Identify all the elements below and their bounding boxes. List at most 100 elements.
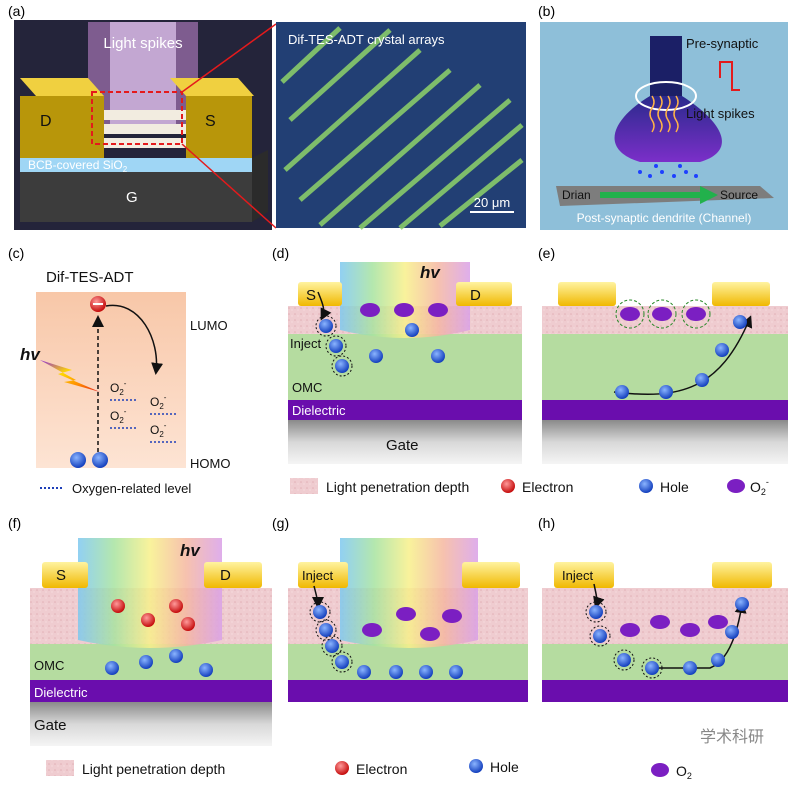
oxygen-level-legend: Oxygen-related level	[72, 481, 191, 496]
hole-icon	[92, 452, 108, 468]
panel-a: (a) Light spikes D S BCB-covered SiO2 G	[8, 3, 526, 230]
s-label-d: S	[306, 287, 316, 304]
hole-path-h	[652, 601, 747, 669]
holes-g	[313, 605, 463, 679]
source-electrode	[186, 96, 252, 158]
gate-label-d: Gate	[386, 437, 419, 454]
svg-text:O2-: O2-	[110, 379, 127, 397]
lumo-label: LUMO	[190, 318, 228, 333]
electron-icon	[335, 761, 349, 775]
source-electrode-f	[42, 562, 88, 588]
band-region	[36, 292, 186, 468]
dielectric-layer	[288, 400, 522, 420]
panel-g-label: (g)	[272, 515, 289, 531]
legend-oxygen: O2-	[750, 477, 769, 497]
legend-top: Light penetration depth Electron Hole O2…	[290, 477, 769, 497]
omc-label-f: OMC	[34, 658, 64, 673]
source-electrode-d	[298, 282, 342, 306]
drain-label: D	[40, 113, 52, 130]
oxygen-ions-g	[362, 607, 462, 641]
inject-label-h: Inject	[562, 568, 593, 583]
gate-label-f: Gate	[34, 717, 67, 734]
micrograph-title: Dif-TES-ADT crystal arrays	[288, 32, 445, 47]
omc-layer	[288, 334, 522, 400]
light-bolt-icon	[40, 360, 100, 392]
hole-icon	[639, 479, 653, 493]
panel-f: (f) S D hv OMC Dielectric Gate	[8, 515, 272, 746]
panel-b: (b) Pre-synaptic Light spikes Drian Sour…	[538, 3, 788, 230]
drain-electrode-d	[456, 282, 512, 306]
presynaptic-label: Pre-synaptic	[686, 36, 759, 51]
panel-c-label: (c)	[8, 245, 24, 261]
hv-label-c: hv	[20, 345, 41, 364]
presynaptic-terminal	[614, 96, 722, 162]
panel-a-label: (a)	[8, 3, 25, 19]
gate-layer-d	[288, 420, 522, 464]
light-waves	[649, 95, 679, 133]
substrate-label: BCB-covered SiO2	[28, 158, 128, 174]
hv-label-f: hv	[180, 541, 201, 560]
light-cylinder-g	[340, 538, 478, 648]
panel-e-label: (e)	[538, 245, 555, 261]
panel-d: (d) S D hv Inject OMC Dielectric Gate	[272, 245, 522, 464]
light-spikes-label-b: Light spikes	[686, 106, 755, 121]
legend-penetration: Light penetration depth	[326, 479, 469, 495]
inject-label-d: Inject	[290, 336, 321, 351]
panel-b-label: (b)	[538, 3, 555, 19]
source-label-b: Source	[720, 188, 758, 202]
scale-label: 20 μm	[474, 195, 510, 210]
oxygen-levels: O2- O2- O2- O2-	[110, 379, 167, 439]
dielectric-label-d: Dielectric	[292, 403, 346, 418]
legend-hole-b: Hole	[490, 759, 519, 775]
hv-label-d: hv	[420, 263, 441, 282]
panel-h: (h) Inject	[538, 515, 788, 702]
panel-c-title: Dif-TES-ADT	[46, 269, 134, 286]
source-label: S	[205, 113, 216, 130]
light-spikes-label: Light spikes	[103, 35, 182, 52]
panel-f-label: (f)	[8, 515, 21, 531]
gate-label: G	[126, 189, 138, 206]
d-label-d: D	[470, 287, 481, 304]
gate-layer	[20, 172, 252, 222]
neurotransmitters	[638, 164, 698, 178]
zoom-box	[91, 91, 183, 145]
holes-h	[589, 597, 749, 675]
oxygen-icon	[651, 763, 669, 777]
drain-electrode-h	[712, 562, 772, 588]
inject-label-g: Inject	[302, 568, 333, 583]
s-label-f: S	[56, 567, 66, 584]
light-cylinder-f	[78, 538, 222, 648]
watermark: 学术科研	[700, 728, 764, 746]
drian-label: Drian	[562, 188, 591, 202]
oxygen-icon	[727, 479, 745, 493]
holes-f	[105, 649, 213, 677]
legend-bottom: Light penetration depth Electron Hole O2…	[46, 728, 764, 781]
electrons-f	[111, 599, 195, 631]
panel-d-label: (d)	[272, 245, 289, 261]
drain-electrode-f	[204, 562, 262, 588]
oxygen-ions-e	[620, 307, 706, 321]
post-synaptic-label: Post-synaptic dendrite (Channel)	[577, 211, 752, 225]
legend-hole: Hole	[660, 479, 689, 495]
hole-path-e	[613, 315, 753, 395]
drain-electrode-g	[462, 562, 520, 588]
legend-penetration-b: Light penetration depth	[82, 761, 225, 777]
sio2-layer	[20, 158, 252, 172]
svg-text:O2-: O2-	[150, 421, 167, 439]
source-electrode-h	[554, 562, 614, 588]
panel-g: (g) Inject	[272, 515, 528, 702]
trap-arrow	[105, 304, 164, 375]
panel-e: (e)	[538, 245, 788, 464]
dielectric-label-f: Dielectric	[34, 685, 88, 700]
presynaptic-axon	[650, 36, 682, 96]
hole-icon	[70, 452, 86, 468]
hole-icon	[469, 759, 483, 773]
light-cylinder	[340, 262, 470, 338]
d-label-f: D	[220, 567, 231, 584]
panel-c: (c) Dif-TES-ADT LUMO HOMO hv O2- O2- O2-…	[8, 245, 230, 496]
holes-e	[615, 315, 747, 399]
svg-text:O2-: O2-	[110, 407, 127, 425]
crystal-stripes	[280, 26, 524, 230]
electron-icon	[501, 479, 515, 493]
